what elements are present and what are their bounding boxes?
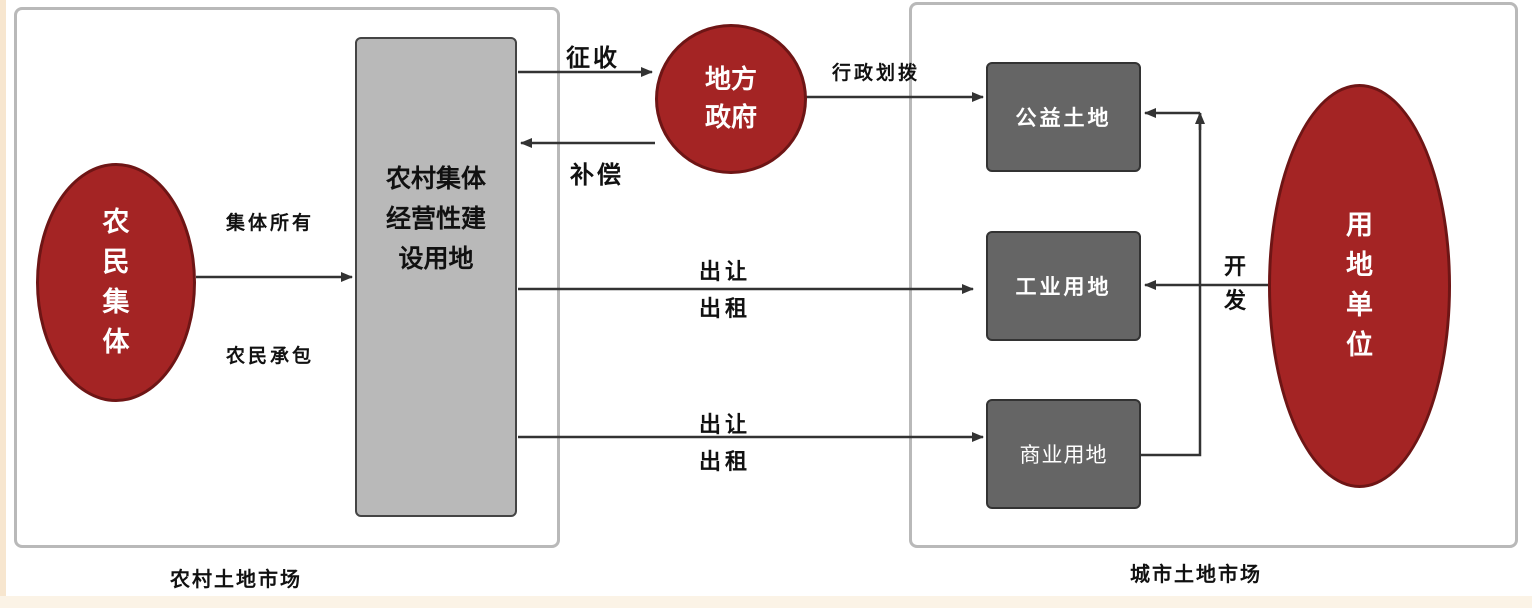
edge-label-develop: 开发 xyxy=(1223,255,1246,314)
farmer-collective-node: 农民集体 xyxy=(36,163,196,402)
edge-label-transfer-lease-1: 出让 出租 xyxy=(699,254,751,328)
public-land-node: 公益土地 xyxy=(986,62,1141,172)
bottom-edge-strip xyxy=(0,596,1532,608)
land-user-label: 用地单位 xyxy=(1346,210,1373,361)
edge-label-transfer-1: 出让 xyxy=(699,260,752,285)
edge-label-lease-2: 出租 xyxy=(699,450,752,475)
edge-label-admin-allocation: 行政划拨 xyxy=(832,62,921,84)
edge-label-expropriate: 征收 xyxy=(566,44,620,72)
edge-label-collective-owned: 集体所有 xyxy=(226,212,315,234)
commercial-land-node: 商业用地 xyxy=(986,399,1141,509)
farmer-collective-label: 农民集体 xyxy=(102,206,130,358)
local-government-label: 地方政府 xyxy=(704,65,757,133)
edge-label-compensate: 补偿 xyxy=(570,161,624,189)
rural-market-caption: 农村土地市场 xyxy=(170,567,302,591)
urban-market-caption: 城市土地市场 xyxy=(1130,562,1262,586)
land-user-node: 用地单位 xyxy=(1268,84,1451,488)
left-edge-strip xyxy=(0,0,6,608)
public-land-label: 公益土地 xyxy=(1015,106,1112,130)
collective-construction-land-node: 农村集体经营性建设用地 xyxy=(355,37,517,517)
arrow-commercial-up xyxy=(1141,113,1202,457)
local-government-node: 地方政府 xyxy=(655,24,807,174)
commercial-land-label: 商业用地 xyxy=(1019,443,1108,467)
collective-construction-land-label: 农村集体经营性建设用地 xyxy=(386,164,487,273)
edge-label-farmer-contract: 农民承包 xyxy=(226,345,315,367)
industrial-land-label: 工业用地 xyxy=(1015,275,1112,299)
edge-label-transfer-2: 出让 xyxy=(699,413,752,438)
industrial-land-node: 工业用地 xyxy=(986,231,1141,341)
edge-label-lease-1: 出租 xyxy=(699,297,752,322)
edge-label-transfer-lease-2: 出让 出租 xyxy=(699,407,751,481)
